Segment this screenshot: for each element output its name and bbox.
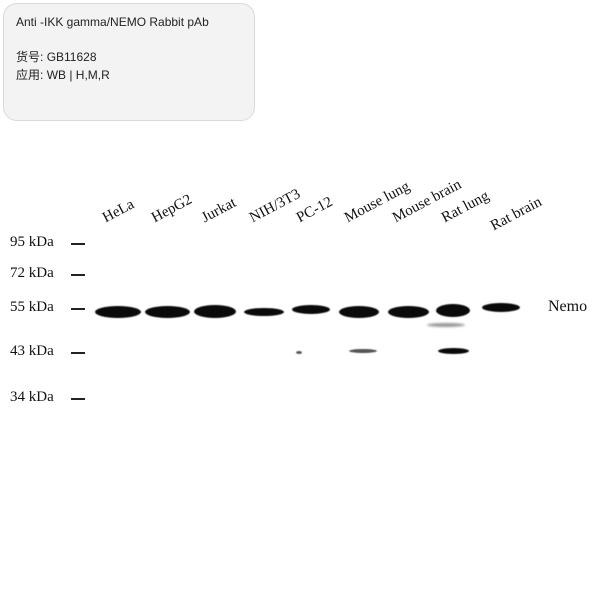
catalog-row: 货号: GB11628 xyxy=(16,49,242,65)
marker-tick xyxy=(71,243,85,245)
band-mouse-lung xyxy=(339,306,379,318)
band-nih3t3 xyxy=(244,308,284,316)
application-label: 应用: xyxy=(16,68,44,82)
marker-tick xyxy=(71,274,85,276)
application-value: WB | H,M,R xyxy=(46,68,110,82)
product-title: Anti -IKK gamma/NEMO Rabbit pAb xyxy=(16,15,209,29)
western-blot: HeLa HepG2 Jurkat NIH/3T3 PC-12 Mouse lu… xyxy=(0,150,600,430)
band-pc12 xyxy=(292,305,330,314)
band-rat-brain xyxy=(482,303,520,312)
lane-label-nih3t3: NIH/3T3 xyxy=(247,186,304,227)
application-row: 应用: WB | H,M,R xyxy=(16,67,242,83)
marker-55kda: 55 kDa xyxy=(10,299,54,315)
marker-72kda: 72 kDa xyxy=(10,265,54,281)
catalog-label: 货号: xyxy=(16,50,44,64)
band-pc12-lower xyxy=(296,351,302,354)
catalog-value: GB11628 xyxy=(46,50,97,64)
marker-tick xyxy=(71,308,85,310)
lane-label-hepg2: HepG2 xyxy=(149,191,195,227)
marker-tick xyxy=(71,352,85,354)
product-info-card: Anti -IKK gamma/NEMO Rabbit pAb 货号: GB11… xyxy=(3,3,255,121)
marker-43kda: 43 kDa xyxy=(10,343,54,359)
band-rat-lung-smudge xyxy=(427,323,465,327)
band-rat-lung-lower xyxy=(438,348,469,354)
band-hepg2 xyxy=(145,306,190,318)
band-jurkat xyxy=(194,305,236,318)
target-label-nemo: Nemo xyxy=(548,298,588,315)
marker-tick xyxy=(71,398,85,400)
lane-label-hela: HeLa xyxy=(100,196,137,227)
band-hela xyxy=(95,306,141,318)
marker-95kda: 95 kDa xyxy=(10,234,54,250)
band-mouse-brain xyxy=(388,306,429,318)
marker-34kda: 34 kDa xyxy=(10,389,54,405)
band-rat-lung xyxy=(436,304,470,317)
lane-label-jurkat: Jurkat xyxy=(199,194,239,227)
band-mouse-lung-lower xyxy=(349,349,377,353)
lane-label-rat-brain: Rat brain xyxy=(488,193,545,235)
